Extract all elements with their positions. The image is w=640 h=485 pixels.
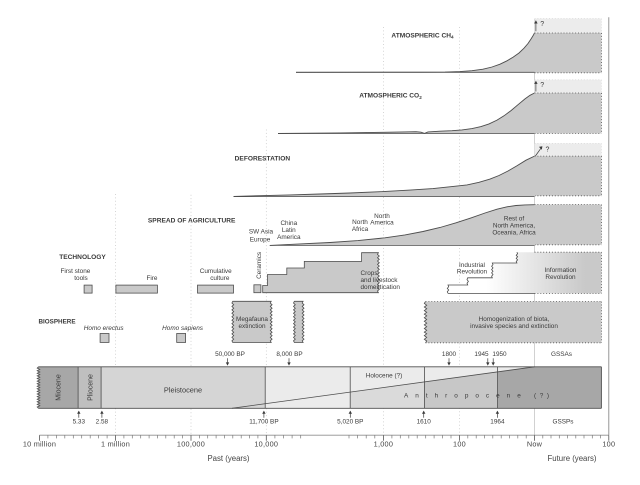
svg-text:DEFORESTATION: DEFORESTATION — [235, 156, 291, 163]
svg-text:Oceania, Africa: Oceania, Africa — [492, 230, 536, 237]
svg-text:North: North — [352, 219, 368, 226]
svg-text:Pleistocene: Pleistocene — [164, 386, 202, 395]
svg-text:?: ? — [545, 147, 549, 154]
svg-text:and livestock: and livestock — [361, 277, 399, 284]
svg-text:Homo erectus: Homo erectus — [84, 325, 125, 332]
svg-text:GSSPs: GSSPs — [553, 418, 574, 425]
svg-text:ATMOSPHERIC CH4: ATMOSPHERIC CH4 — [391, 32, 454, 39]
svg-text:Africa: Africa — [352, 226, 369, 233]
svg-text:50,000 BP: 50,000 BP — [215, 351, 245, 358]
svg-text:1945: 1945 — [474, 351, 489, 358]
svg-text:1610: 1610 — [417, 418, 432, 425]
svg-text:Crops: Crops — [361, 270, 378, 277]
svg-text:culture: culture — [210, 275, 230, 282]
svg-text:Pliocene: Pliocene — [87, 374, 94, 401]
svg-text:Anthropocene: Anthropocene — [404, 393, 528, 400]
svg-text:tools: tools — [74, 275, 88, 282]
svg-text:ATMOSPHERIC CO2: ATMOSPHERIC CO2 — [359, 93, 422, 100]
svg-text:China: China — [280, 220, 297, 227]
svg-text:5,020 BP: 5,020 BP — [337, 418, 363, 425]
svg-text:Future (years): Future (years) — [548, 454, 597, 463]
svg-text:Homogenization of biota,: Homogenization of biota, — [479, 316, 550, 323]
svg-text:10 million: 10 million — [23, 439, 56, 448]
svg-text:1800: 1800 — [442, 351, 457, 358]
svg-text:Latin: Latin — [282, 227, 296, 234]
svg-text:Megafauna: Megafauna — [236, 316, 268, 323]
svg-text:Homo sapiens: Homo sapiens — [162, 325, 204, 332]
svg-text:Europe: Europe — [250, 236, 271, 243]
svg-text:100: 100 — [602, 439, 615, 448]
svg-text:Fire: Fire — [146, 275, 157, 282]
svg-text:Holocene (?): Holocene (?) — [366, 373, 403, 380]
svg-text:BIOSPHERE: BIOSPHERE — [38, 318, 75, 325]
svg-text:Miocene: Miocene — [56, 374, 63, 401]
svg-text:Rest of: Rest of — [504, 216, 524, 223]
svg-text:100,000: 100,000 — [177, 439, 205, 448]
svg-text:Now: Now — [527, 439, 543, 448]
svg-text:Industrial: Industrial — [459, 262, 485, 269]
svg-text:North America,: North America, — [493, 223, 535, 230]
svg-text:Revolution: Revolution — [545, 274, 576, 281]
svg-text:10,000: 10,000 — [254, 439, 278, 448]
svg-text:11,700 BP: 11,700 BP — [249, 418, 278, 425]
svg-text:extinction: extinction — [239, 323, 266, 330]
svg-text:domestication: domestication — [361, 284, 401, 291]
svg-text:SPREAD OF AGRICULTURE: SPREAD OF AGRICULTURE — [148, 218, 236, 225]
svg-text:Revolution: Revolution — [457, 269, 488, 276]
svg-text:Cumulative: Cumulative — [200, 268, 232, 275]
svg-text:1950: 1950 — [492, 351, 507, 358]
svg-text:North: North — [374, 213, 390, 220]
svg-text:GSSAs: GSSAs — [551, 351, 572, 358]
svg-text:?: ? — [540, 82, 544, 89]
svg-text:1,000: 1,000 — [374, 439, 394, 448]
svg-text:Past (years): Past (years) — [207, 454, 249, 463]
svg-text:Information: Information — [545, 267, 577, 274]
svg-text:America: America — [370, 220, 394, 227]
svg-text:invasive species and extinctio: invasive species and extinction — [470, 323, 558, 330]
svg-text:(?): (?) — [534, 393, 553, 400]
svg-text:America: America — [277, 234, 301, 241]
svg-text:100: 100 — [453, 439, 466, 448]
svg-text:2.58: 2.58 — [96, 418, 109, 425]
svg-text:Ceramics: Ceramics — [256, 252, 263, 279]
svg-text:1964: 1964 — [490, 418, 505, 425]
svg-text:SW Asia: SW Asia — [249, 228, 274, 235]
svg-text:5.33: 5.33 — [73, 418, 86, 425]
svg-text:8,000 BP: 8,000 BP — [276, 351, 302, 358]
svg-text:?: ? — [540, 21, 544, 28]
svg-text:First stone: First stone — [60, 268, 90, 275]
svg-text:TECHNOLOGY: TECHNOLOGY — [59, 254, 106, 261]
svg-text:1 million: 1 million — [101, 439, 130, 448]
